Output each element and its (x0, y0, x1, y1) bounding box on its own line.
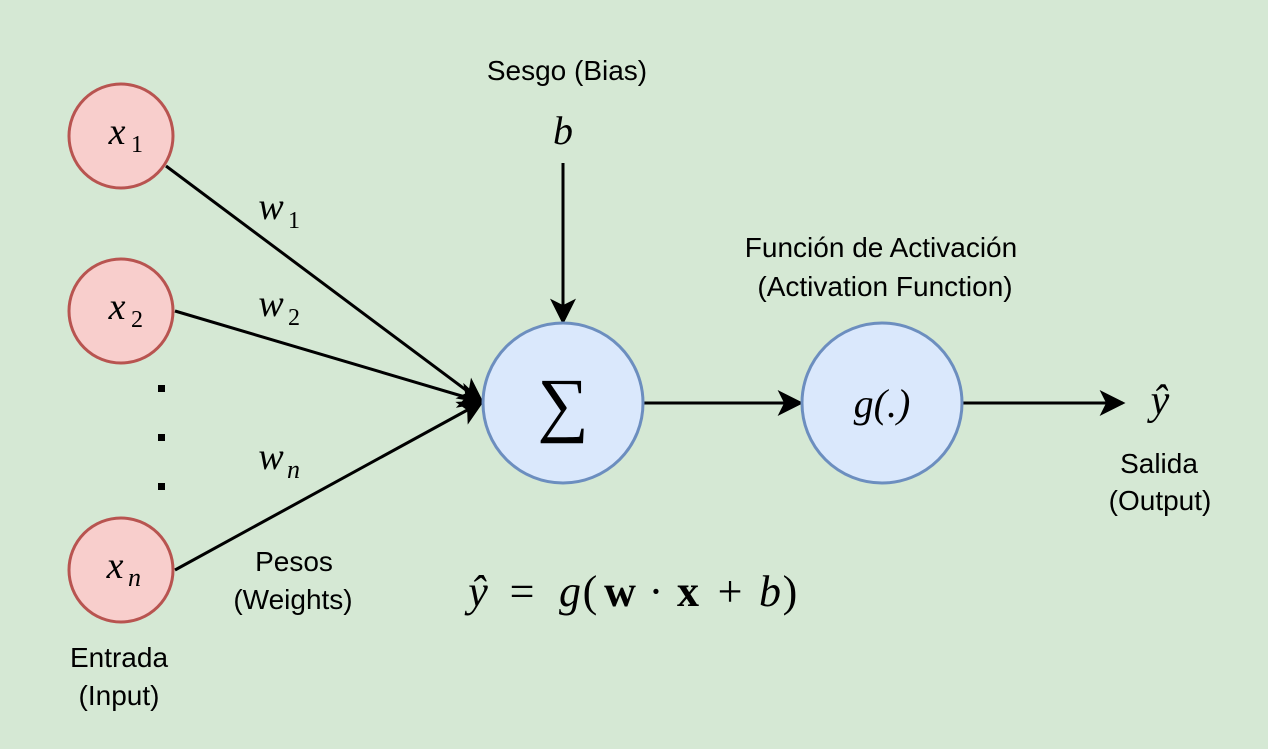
formula-yhat: ŷ (464, 567, 488, 616)
input-ellipsis (158, 385, 165, 490)
input-2-sub: 2 (131, 307, 143, 333)
input-2-var: x (108, 286, 126, 328)
weight-2-sub: 2 (288, 305, 300, 331)
activation-node: g(.) (800, 321, 964, 485)
summation-node: ∑ (481, 321, 645, 485)
weight-n-sub: n (287, 455, 300, 484)
input-n-var: x (106, 545, 124, 587)
formula-x: x (677, 567, 699, 616)
input-1-var: x (108, 111, 126, 153)
formula-w: w (604, 567, 636, 616)
weight-label-2: w 2 (258, 283, 300, 331)
formula-g: g (559, 567, 581, 616)
input-label-line2: (Input) (79, 680, 160, 711)
formula-b: b (759, 567, 781, 616)
weights-label-line2: (Weights) (233, 584, 352, 615)
input-1-sub: 1 (131, 132, 143, 158)
output-symbol: ŷ (1147, 378, 1170, 424)
bias-symbol: b (553, 108, 573, 153)
formula-dot: · (649, 567, 664, 616)
formula-plus: + (718, 567, 743, 616)
output-label-line1: Salida (1120, 448, 1198, 479)
edge-x1-to-sum (165, 164, 485, 404)
edge-x2-to-sum (174, 309, 485, 408)
input-node-1: x 1 (67, 82, 175, 190)
weight-label-n: w n (258, 436, 300, 484)
weight-2-var: w (258, 283, 284, 325)
input-node-n: x n (67, 516, 175, 624)
bias-label: Sesgo (Bias) (487, 55, 647, 86)
activation-label-line2: (Activation Function) (757, 271, 1012, 302)
output-label-line2: (Output) (1109, 485, 1212, 516)
summation-symbol: ∑ (537, 364, 588, 444)
input-node-2: x 2 (67, 257, 175, 365)
formula-equals: = (510, 567, 535, 616)
activation-symbol: g(.) (854, 381, 911, 426)
input-label-line1: Entrada (70, 642, 168, 673)
weights-label-line1: Pesos (255, 546, 333, 577)
activation-label-line1: Función de Activación (745, 232, 1017, 263)
weight-1-sub: 1 (288, 208, 300, 234)
formula-open-paren: ( (583, 567, 598, 616)
perceptron-formula: ŷ = g ( w · x + b ) (464, 567, 797, 616)
weight-n-var: w (258, 436, 284, 478)
weight-1-var: w (258, 186, 284, 228)
input-n-sub: n (128, 563, 141, 592)
edge-xn-to-sum (174, 400, 485, 572)
formula-close-paren: ) (783, 567, 798, 616)
weight-label-1: w 1 (258, 186, 300, 234)
